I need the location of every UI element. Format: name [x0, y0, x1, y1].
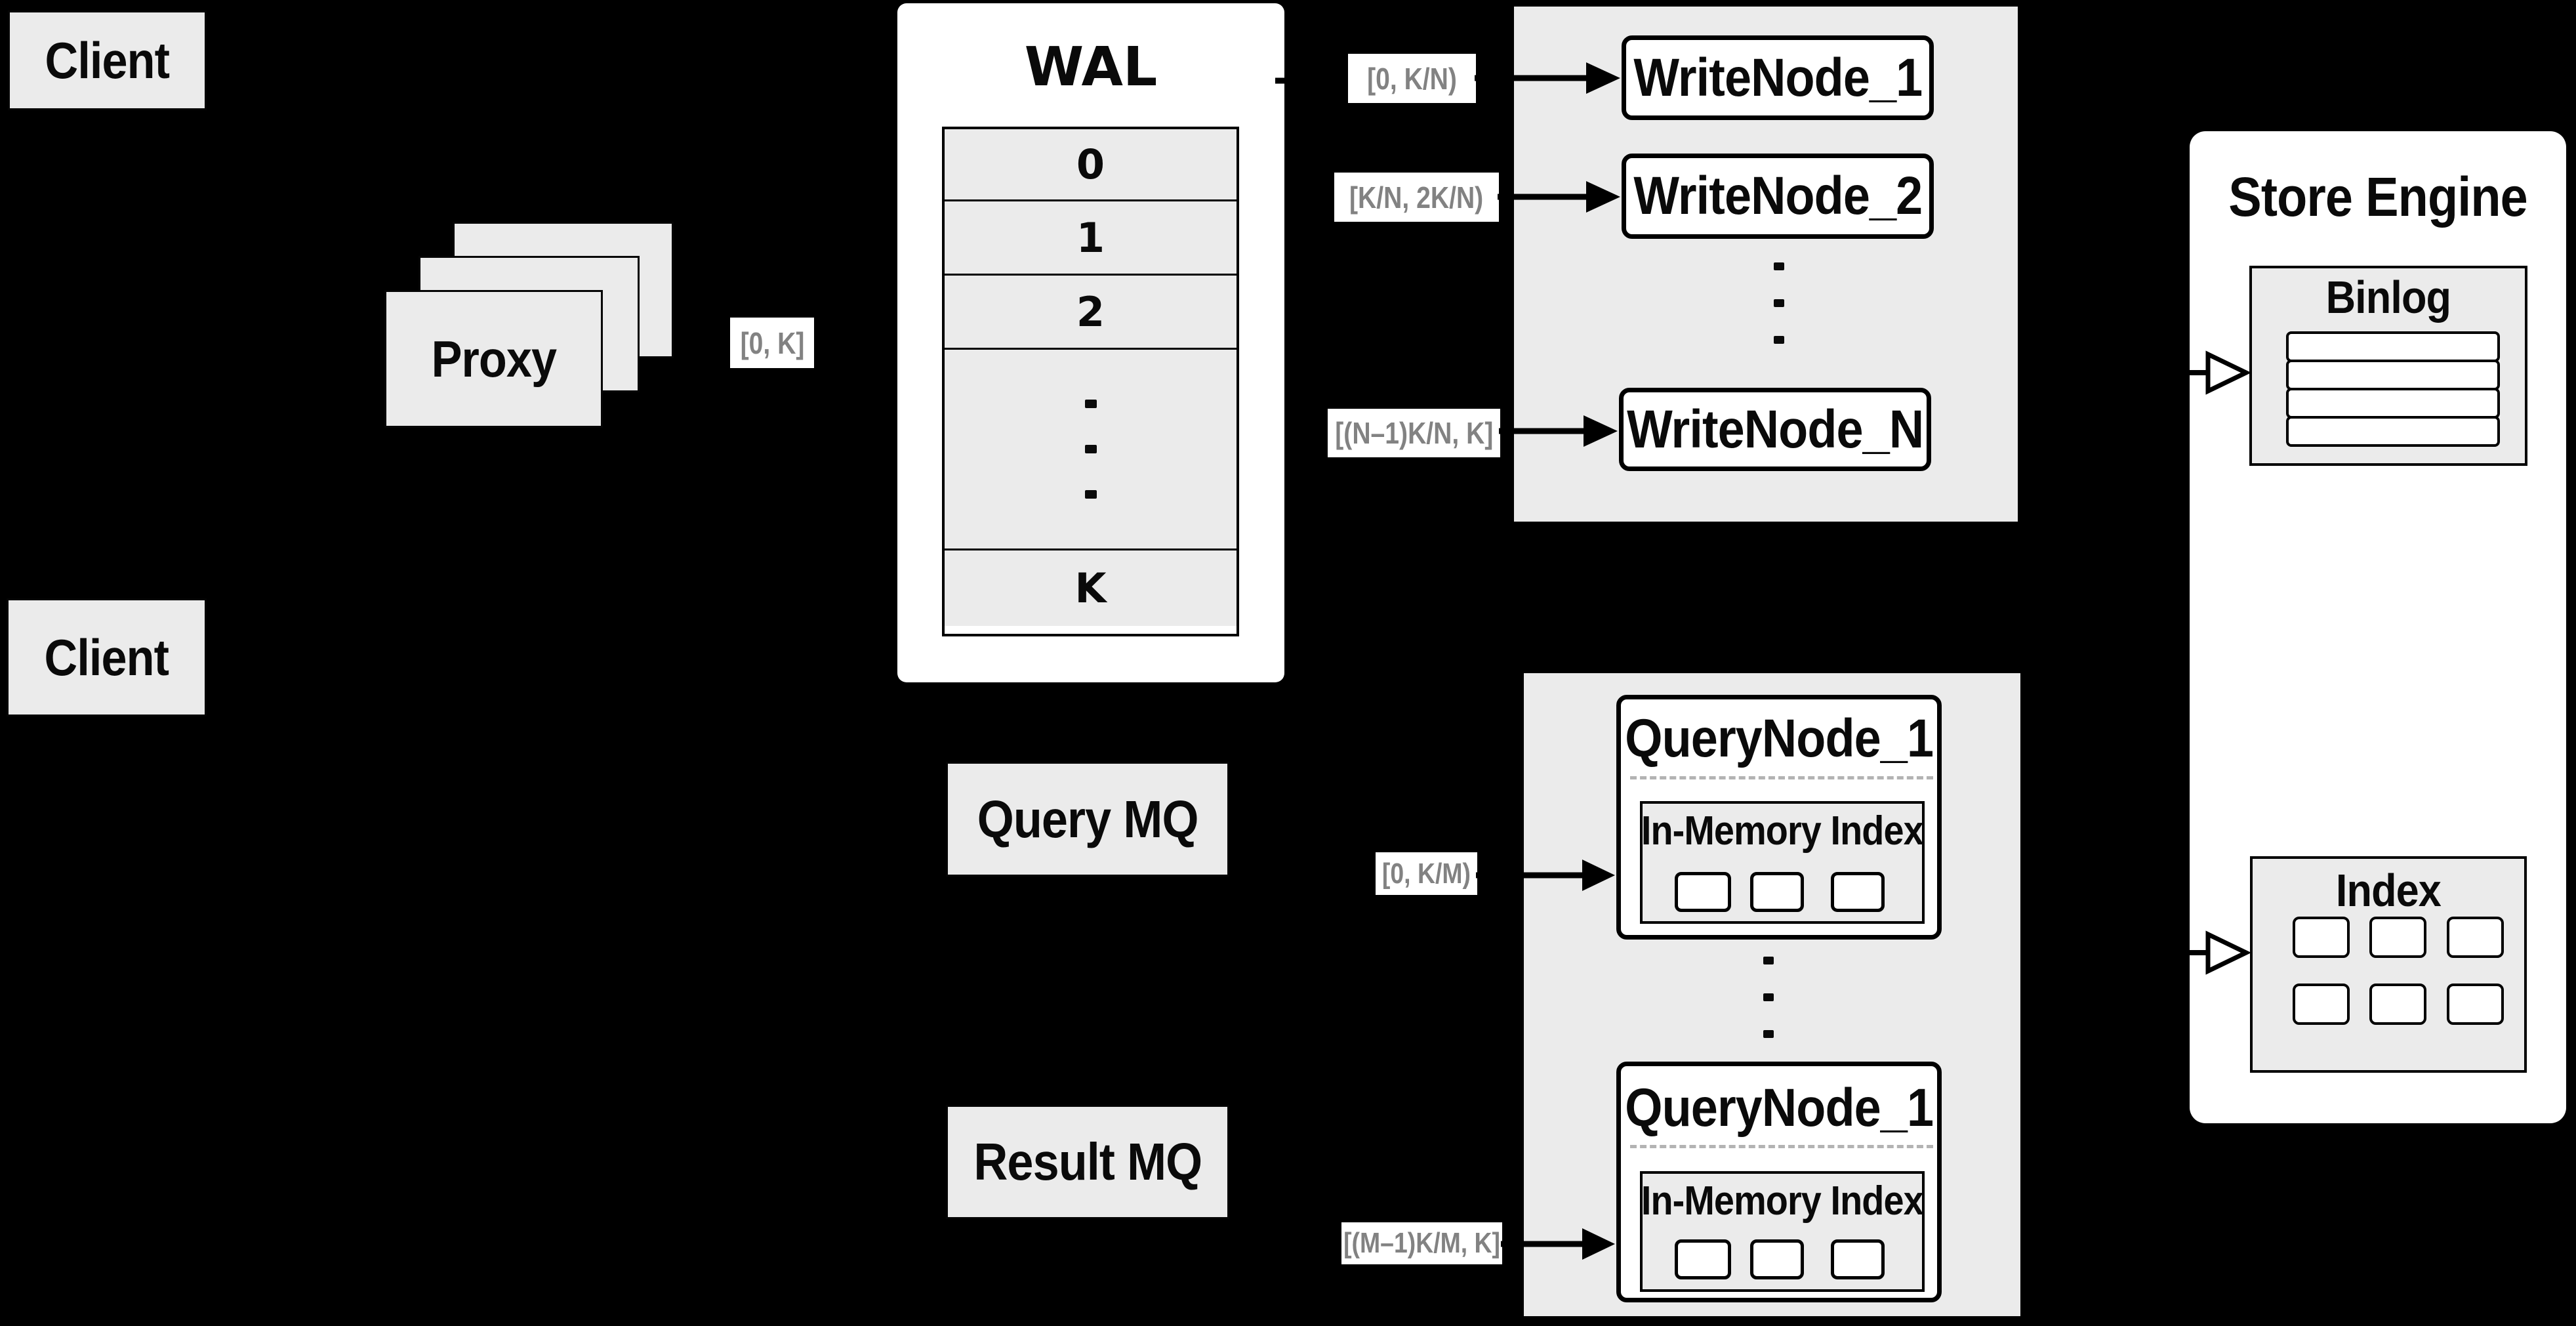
in-memory-index-box: In-Memory Index [1640, 801, 1925, 924]
dashed-divider [1630, 1145, 1933, 1148]
binlog-label: Binlog [2325, 272, 2451, 323]
segment-square [1750, 1239, 1804, 1279]
query-node-top-box: QueryNode_1 In-Memory Index [1616, 695, 1942, 940]
in-memory-index-label: In-Memory Index [1641, 1178, 1924, 1224]
index-box: Index [2250, 856, 2527, 1073]
proxy-label: Proxy [431, 329, 557, 388]
segment-square [1675, 1239, 1731, 1279]
client-bottom-label: Client [44, 628, 170, 686]
client-top-box: Client [8, 10, 207, 110]
query-mq-box: Query MQ [946, 762, 1229, 877]
index-square [2447, 917, 2504, 958]
wal-title: WAL [1024, 36, 1158, 98]
segment-square [1675, 872, 1731, 912]
index-square [2369, 984, 2426, 1025]
client-bottom-box: Client [7, 598, 207, 716]
wal-segment-row: 0 [945, 129, 1237, 201]
store-engine-title: Store Engine [2228, 165, 2527, 228]
ellipsis-dots [1763, 957, 1774, 1038]
write-node-1-box: WriteNode_1 [1622, 35, 1934, 120]
segment-square [1831, 1239, 1885, 1279]
index-square [2293, 917, 2350, 958]
write-node-n-label: WriteNode_N [1626, 399, 1924, 459]
ellipsis-dots [1084, 400, 1097, 499]
in-memory-index-label: In-Memory Index [1641, 808, 1924, 854]
range-chip-query-m: [(M–1)K/M, K] [1341, 1222, 1502, 1264]
wal-segment-row: 1 [945, 201, 1237, 276]
result-mq-box: Result MQ [946, 1105, 1229, 1219]
wal-segment-row: 2 [945, 276, 1237, 350]
range-chip-write-1: [0, K/N) [1348, 54, 1476, 103]
dashed-divider [1630, 776, 1933, 779]
index-label: Index [2335, 865, 2442, 916]
binlog-row [2286, 360, 2500, 390]
range-chip-write-n: [(N–1)K/N, K] [1328, 409, 1500, 457]
query-node-top-label: QueryNode_1 [1625, 709, 1934, 768]
query-mq-label: Query MQ [977, 789, 1199, 848]
index-square [2293, 984, 2350, 1025]
store-engine-box: Store Engine Binlog Index [2190, 131, 2566, 1123]
query-node-bottom-box: QueryNode_1 In-Memory Index [1616, 1062, 1942, 1302]
index-square [2447, 984, 2504, 1025]
wal-segment-row: K [945, 550, 1237, 626]
write-node-2-box: WriteNode_2 [1622, 154, 1934, 239]
proxy-box: Proxy [384, 290, 603, 428]
binlog-rows [2286, 331, 2500, 447]
write-node-2-label: WriteNode_2 [1633, 166, 1923, 226]
in-memory-index-box: In-Memory Index [1640, 1171, 1925, 1292]
result-mq-label: Result MQ [973, 1132, 1202, 1191]
wal-container: WAL 0 1 2 K [897, 3, 1284, 682]
binlog-row [2286, 388, 2500, 419]
index-square [2369, 917, 2426, 958]
binlog-row [2286, 416, 2500, 447]
range-chip-proxy-wal: [0, K] [730, 318, 814, 368]
range-chip-query-1: [0, K/M) [1376, 852, 1477, 895]
write-node-n-box: WriteNode_N [1619, 388, 1931, 471]
query-node-bottom-label: QueryNode_1 [1625, 1078, 1934, 1138]
range-chip-write-2: [K/N, 2K/N) [1334, 173, 1499, 222]
wal-segment-table: 0 1 2 K [942, 127, 1239, 636]
write-node-1-label: WriteNode_1 [1633, 47, 1923, 108]
segment-square [1750, 872, 1804, 912]
ellipsis-dots [1774, 262, 1784, 344]
binlog-row [2286, 331, 2500, 362]
binlog-box: Binlog [2249, 266, 2527, 466]
client-top-label: Client [45, 31, 171, 89]
segment-square [1831, 872, 1885, 912]
wal-ellipsis-row [945, 350, 1237, 550]
